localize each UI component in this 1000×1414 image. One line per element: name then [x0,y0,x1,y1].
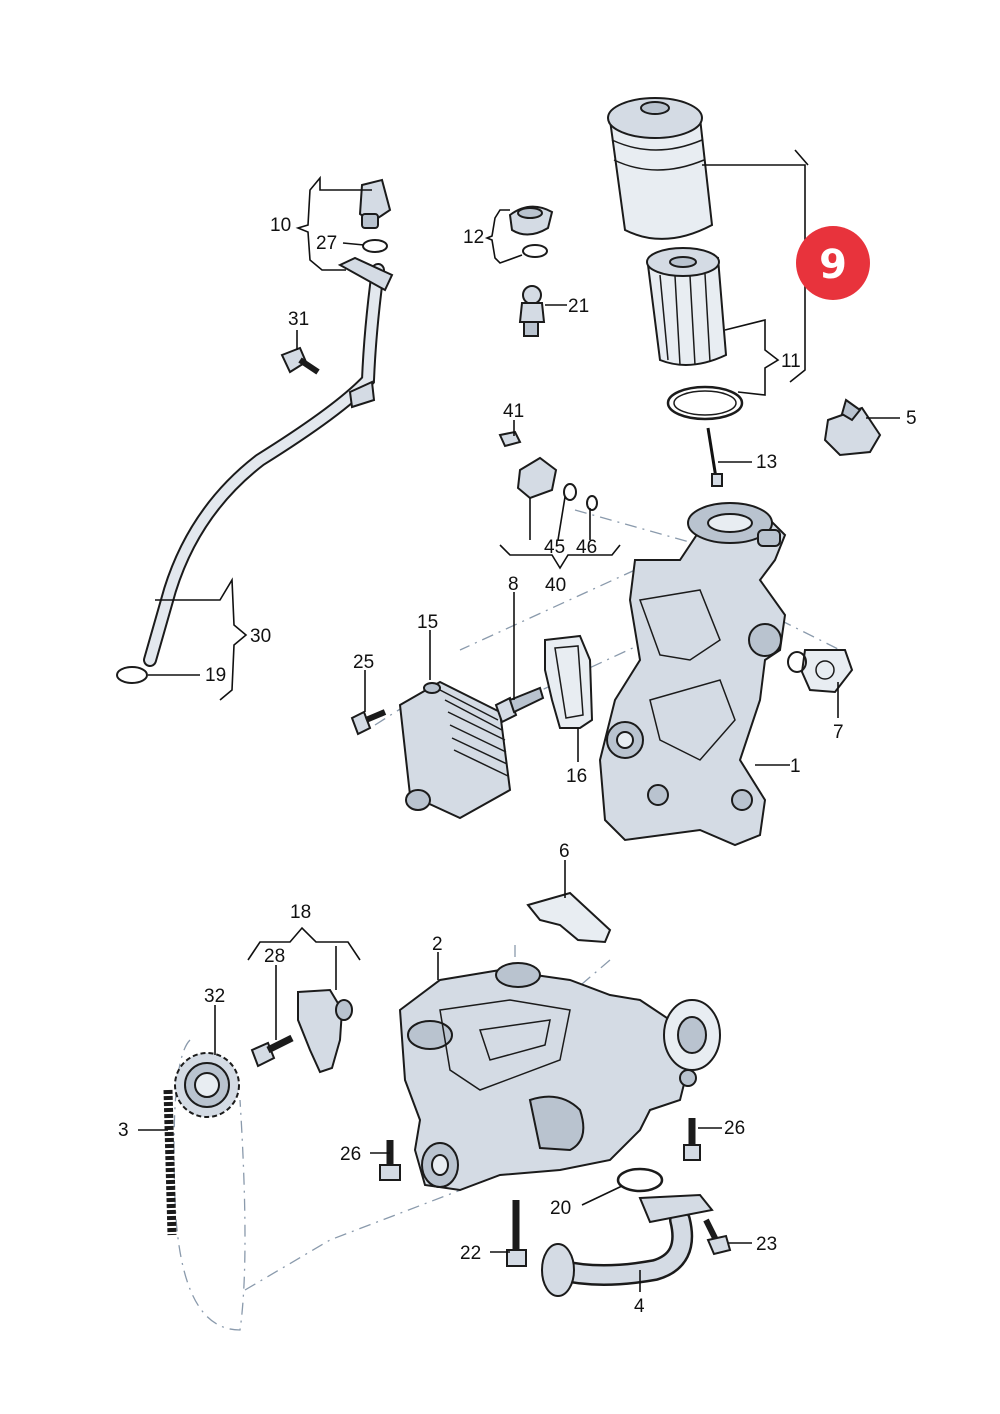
callout-40: 40 [545,575,566,596]
callout-45: 45 [544,537,565,558]
gasket-16 [544,634,594,729]
callout-12: 12 [463,227,484,248]
bolt-31 [280,346,320,375]
bracket-6 [526,891,612,944]
oil-filter-bracket-1 [598,502,787,847]
seal-ring-19 [116,666,148,684]
callout-7: 7 [833,722,844,743]
callout-41: 41 [503,401,524,422]
callout-13: 13 [756,452,777,473]
oil-pump-2 [398,962,721,1192]
callout-16: 16 [566,766,587,787]
callout-23: 23 [756,1234,777,1255]
callout-6: 6 [559,841,570,862]
bolt-23 [703,1218,732,1256]
clip-bracket-5 [823,398,882,457]
bolt-28 [250,1034,294,1068]
callout-27: 27 [316,233,337,254]
callout-22: 22 [460,1243,481,1264]
dipstick-handle [358,178,392,229]
oil-filter-housing-cap [607,97,714,240]
callout-11: 11 [781,351,801,372]
chain-tensioner-18 [297,988,353,1074]
pressure-switch-21 [518,285,546,337]
group-badge-9: 9 [796,226,870,300]
callout-15: 15 [417,612,438,633]
union-bolt-8 [494,686,545,724]
callout-32: 32 [204,986,225,1007]
callout-3: 3 [118,1120,129,1141]
callout-28: 28 [264,946,285,967]
seal-ring-27 [362,239,388,253]
callout-25: 25 [353,652,374,673]
callout-20: 20 [550,1198,571,1219]
oil-cooler-15 [398,680,512,820]
chain-sprocket-32 [174,1052,240,1118]
callout-1: 1 [790,756,801,777]
filler-cap-12 [508,205,554,258]
drive-chain-3 [163,1089,177,1236]
badge-number: 9 [819,242,847,288]
filter-o-ring [666,385,744,421]
dipstick-guide-tube [143,256,394,667]
o-ring-20 [616,1167,664,1193]
callout-21: 21 [568,296,589,317]
leader-lines [138,149,900,1292]
bolt-26-left [379,1140,401,1181]
callout-10: 10 [270,215,291,236]
bolt-22 [506,1200,527,1267]
callout-31: 31 [288,309,309,330]
callout-2: 2 [432,934,443,955]
gasket-7 [787,649,854,694]
oil-level-sensor-13 [706,427,723,487]
callout-labels: 10 27 31 12 21 11 5 13 41 45 46 40 30 19… [118,215,917,1317]
callout-46: 46 [576,537,597,558]
oil-intake-pipe-4 [541,1193,714,1297]
valve-assembly-40 [498,430,598,511]
callout-26-right: 26 [724,1118,745,1139]
bolt-25 [350,709,387,736]
badge-circle [796,226,870,300]
oil-filter-element [646,247,728,366]
callout-5: 5 [906,408,917,429]
callout-30: 30 [250,626,271,647]
callout-19: 19 [205,665,226,686]
callout-26-left: 26 [340,1144,361,1165]
bolt-26-right [683,1118,701,1161]
callout-4: 4 [634,1296,645,1317]
callout-18: 18 [290,902,311,923]
callout-8: 8 [508,574,519,595]
